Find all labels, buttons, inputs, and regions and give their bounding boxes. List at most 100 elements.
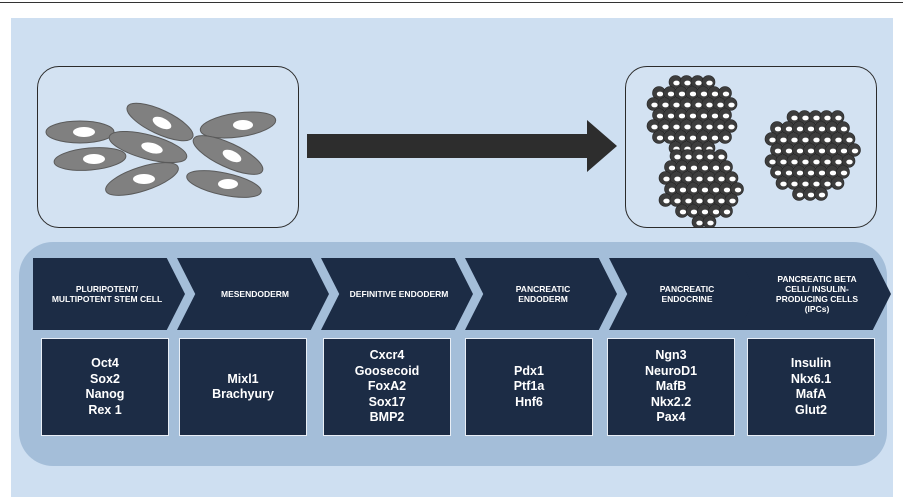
islet-cell-nucleus xyxy=(679,187,687,193)
islet-cell-nucleus xyxy=(695,124,702,130)
stage-chevron-1: PLURIPOTENT/ MULTIPOTENT STEM CELL xyxy=(33,258,185,330)
islet-cell-nucleus xyxy=(807,126,815,132)
islet-cell-nucleus xyxy=(700,91,708,97)
stage-chevron-2: MESENDODERM xyxy=(177,258,329,330)
stem-cells-illustration xyxy=(45,102,277,198)
marker: FoxA2 xyxy=(367,379,407,394)
islet-cell-nucleus xyxy=(791,137,798,143)
islet-cell-nucleus xyxy=(667,135,675,141)
marker-box-3: Cxcr4 Goosecoid FoxA2 Sox17 BMP2 xyxy=(323,338,451,436)
islet-cluster xyxy=(764,110,861,201)
islet-cell-nucleus xyxy=(695,80,702,86)
islet-cell-nucleus xyxy=(678,91,686,97)
islet-cell-nucleus xyxy=(774,170,782,176)
islet-cell-nucleus xyxy=(701,209,709,215)
islet-cell-nucleus xyxy=(734,187,742,193)
diagram-canvas: PLURIPOTENT/ MULTIPOTENT STEM CELL MESEN… xyxy=(11,18,893,497)
islet-cell-nucleus xyxy=(824,115,831,121)
islet-cell-nucleus xyxy=(707,176,714,182)
islet-cell-nucleus xyxy=(729,176,736,182)
marker: Ngn3 xyxy=(655,348,687,363)
islet-cell-nucleus xyxy=(818,126,826,132)
islet-cell-nucleus xyxy=(723,209,731,215)
islet-cell-nucleus xyxy=(689,91,697,97)
islet-cell-nucleus xyxy=(656,91,664,97)
stage-title: PANCREATIC BETA CELL/ INSULIN-PRODUCING … xyxy=(775,274,859,314)
marker: Sox17 xyxy=(368,394,406,409)
islet-cell-nucleus xyxy=(802,115,809,121)
islet-cell-nucleus xyxy=(723,187,731,193)
islet-cell-nucleus xyxy=(717,102,724,108)
stage-title: PANCREATIC ENDODERM xyxy=(515,284,571,304)
marker: Mixl1 xyxy=(227,371,259,386)
stage-chevron-3: DEFINITIVE ENDODERM xyxy=(321,258,473,330)
marker: BMP2 xyxy=(369,410,405,425)
islet-cell-nucleus xyxy=(712,165,720,171)
islet-cell-nucleus xyxy=(707,154,714,160)
islet-cell-nucleus xyxy=(662,124,669,130)
islet-cell-nucleus xyxy=(835,181,842,187)
islet-cell-nucleus xyxy=(796,170,804,176)
islet-cell-nucleus xyxy=(700,113,708,119)
islet-cell-nucleus xyxy=(673,102,680,108)
islet-cell-nucleus xyxy=(807,170,815,176)
islet-clusters-panel xyxy=(625,66,877,228)
marker: Rex 1 xyxy=(88,402,122,417)
islet-cell-nucleus xyxy=(774,148,782,154)
marker-box-1: Oct4 Sox2 Nanog Rex 1 xyxy=(41,338,169,436)
marker: Pdx1 xyxy=(514,363,544,378)
islet-cell-nucleus xyxy=(796,192,804,198)
islet-cell-nucleus xyxy=(701,187,709,193)
islet-cell-nucleus xyxy=(785,170,793,176)
islet-cell-nucleus xyxy=(813,181,820,187)
islet-cell-nucleus xyxy=(791,159,798,165)
islet-cell-nucleus xyxy=(667,113,675,119)
islet-cell-nucleus xyxy=(769,137,776,143)
islet-cell-nucleus xyxy=(769,159,776,165)
islet-cell-nucleus xyxy=(791,181,798,187)
islet-cell-nucleus xyxy=(707,198,714,204)
stage-title: DEFINITIVE ENDODERM xyxy=(349,289,449,299)
islet-cell-nucleus xyxy=(712,209,720,215)
islet-cell-nucleus xyxy=(696,198,703,204)
islet-cell-nucleus xyxy=(678,113,686,119)
islet-cell-nucleus xyxy=(807,148,815,154)
islet-cell-nucleus xyxy=(723,165,731,171)
stage-chevron-6: PANCREATIC BETA CELL/ INSULIN-PRODUCING … xyxy=(739,258,891,330)
islet-cell-nucleus xyxy=(813,115,820,121)
islet-cell-nucleus xyxy=(829,170,837,176)
islet-cell-nucleus xyxy=(689,135,697,141)
islet-cell-nucleus xyxy=(667,91,675,97)
islet-cell-nucleus xyxy=(663,198,670,204)
stem-cells-panel xyxy=(37,66,299,228)
islet-cell-nucleus xyxy=(780,137,787,143)
islet-cell-nucleus xyxy=(780,159,787,165)
islet-cell-nucleus xyxy=(706,102,713,108)
islet-cell-nucleus xyxy=(818,192,826,198)
islet-cell-nucleus xyxy=(846,159,853,165)
islet-cell-nucleus xyxy=(696,176,703,182)
marker: Nkx2.2 xyxy=(650,394,692,409)
marker: NeuroD1 xyxy=(644,363,698,378)
islet-cell-nucleus xyxy=(712,187,720,193)
islet-cell-nucleus xyxy=(684,102,691,108)
islet-cell-nucleus xyxy=(802,181,809,187)
islet-cell-nucleus xyxy=(718,176,725,182)
islet-cell-nucleus xyxy=(829,148,837,154)
islet-cluster xyxy=(658,149,744,227)
islet-cell-nucleus xyxy=(829,126,837,132)
islet-cell-nucleus xyxy=(651,102,658,108)
islet-cell-nucleus xyxy=(818,148,826,154)
islet-clusters-illustration xyxy=(646,75,861,227)
islet-cell-nucleus xyxy=(668,187,676,193)
stage-chevron-5: PANCREATIC ENDOCRINE xyxy=(609,258,761,330)
islet-cell-nucleus xyxy=(722,113,730,119)
islet-cell-nucleus xyxy=(678,135,686,141)
islet-cell-nucleus xyxy=(824,159,831,165)
islet-cell-nucleus xyxy=(729,198,736,204)
islet-cell-nucleus xyxy=(791,115,798,121)
islet-cell-nucleus xyxy=(846,137,853,143)
marker-box-5: Ngn3 NeuroD1 MafB Nkx2.2 Pax4 xyxy=(607,338,735,436)
islet-cell-nucleus xyxy=(706,124,713,130)
islet-cell-nucleus xyxy=(722,135,730,141)
